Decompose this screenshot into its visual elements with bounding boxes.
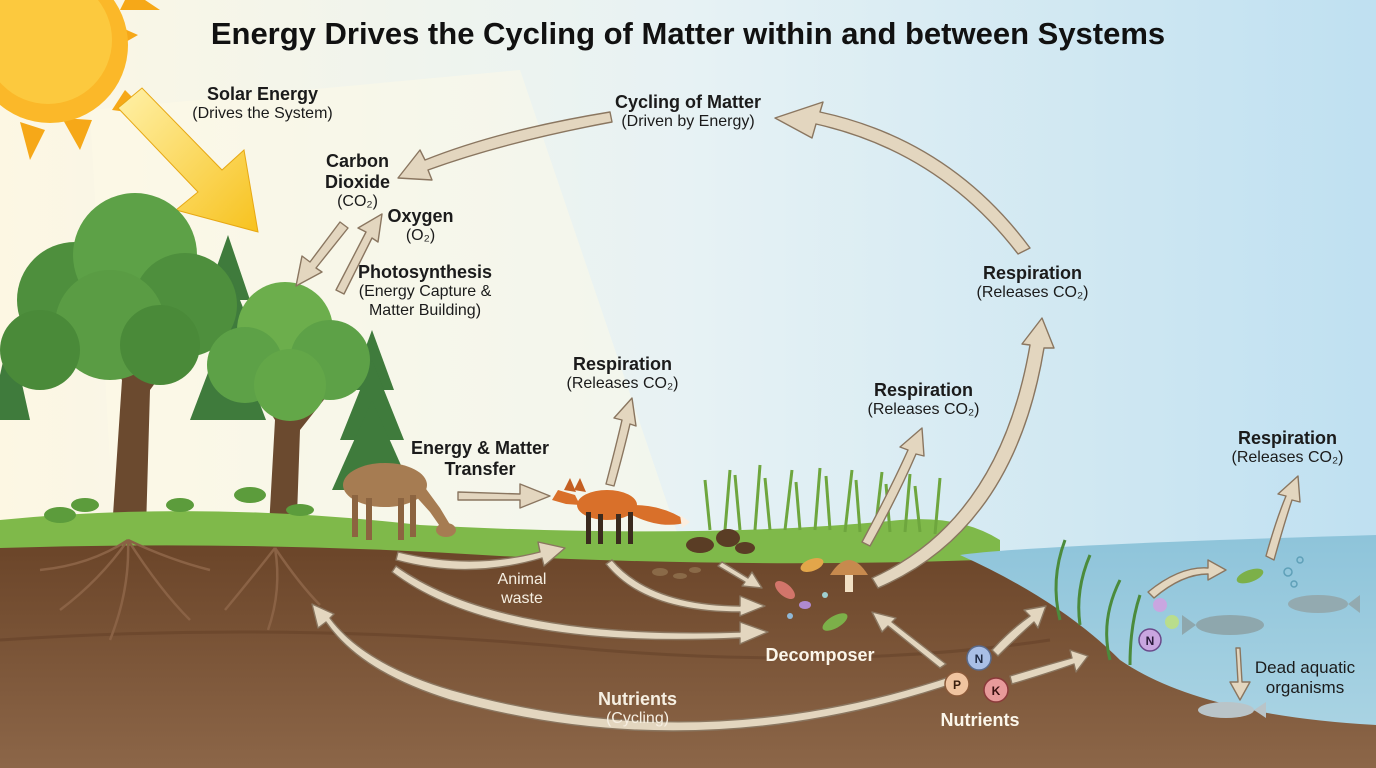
respiration-mid-sub: (Releases CO₂)	[867, 401, 980, 419]
animal-waste-arrow	[395, 541, 566, 571]
fish-icon	[1198, 702, 1266, 718]
nutrients-cycling-label: Nutrients (Cycling)	[570, 689, 705, 729]
carbon-dioxide-formula: (CO₂)	[337, 193, 378, 211]
energy-transfer-label: Energy & Matter Transfer	[405, 438, 555, 480]
respiration-fox-label: Respiration (Releases CO₂)	[545, 354, 700, 394]
nutrients-label: Nutrients	[940, 710, 1020, 730]
energy-transfer-arrow	[457, 483, 551, 509]
small-plants	[44, 487, 314, 523]
respiration-right-sub: (Releases CO₂)	[976, 284, 1089, 302]
water-nitrogen-badge	[1138, 628, 1162, 652]
decomposer-label: Decomposer	[765, 645, 875, 665]
fish-icon	[1182, 615, 1264, 635]
animal-waste-label: Animal waste	[472, 571, 572, 609]
respiration-mid-heading: Respiration	[873, 380, 974, 400]
water-nitrogen-symbol: N	[1146, 634, 1155, 648]
dead-aquatic-line1: Dead aquatic	[1254, 658, 1356, 677]
fox-respiration-arrow	[605, 397, 637, 487]
fish-icon	[1288, 595, 1360, 613]
bacteria-icon	[1236, 556, 1304, 588]
nutrient-recycle-arrow	[871, 611, 947, 669]
leaf-litter	[652, 567, 701, 579]
oxygen-formula: (O₂)	[405, 227, 436, 245]
carbon-dioxide-label: Carbon Dioxide (CO₂)	[315, 151, 400, 212]
solar-energy-heading: Solar Energy	[206, 84, 319, 104]
nutrient-particle	[1165, 615, 1179, 629]
animal-waste	[686, 529, 755, 554]
solar-energy-arrow	[117, 87, 259, 233]
phosphorus-badge	[944, 671, 970, 697]
phosphorus-symbol: P	[953, 678, 961, 692]
page-title: Energy Drives the Cycling of Matter with…	[210, 16, 1166, 51]
respiration-fox-heading: Respiration	[572, 354, 673, 374]
waste-to-decomposer-arrow	[717, 561, 763, 589]
water-plants	[1054, 539, 1142, 666]
fox-to-decomposer-arrow	[605, 559, 766, 617]
mushroom-icon	[830, 560, 868, 592]
respiration-to-atmosphere-arrow	[871, 317, 1055, 589]
photosynthesis-heading: Photosynthesis	[357, 262, 493, 282]
cycling-matter-sub: (Driven by Energy)	[621, 113, 755, 131]
nutrient-to-water-arrow	[1009, 649, 1089, 685]
solar-energy-sub: (Drives the System)	[192, 105, 333, 123]
cycling-matter-label: Cycling of Matter (Driven by Energy)	[588, 92, 788, 132]
decomposer-respiration-arrow	[861, 427, 925, 547]
energy-transfer-line1: Energy & Matter	[410, 438, 550, 458]
sun-icon	[0, 0, 160, 160]
fox-icon	[552, 478, 690, 544]
nutrients-cycling-sub: (Cycling)	[605, 710, 670, 728]
photosynthesis-sub1: (Energy Capture &	[358, 283, 492, 301]
nitrogen-symbol: N	[975, 652, 984, 666]
animal-waste-line1: Animal	[497, 571, 547, 588]
dead-organisms-arrow	[1229, 647, 1251, 701]
bacteria-icon	[775, 558, 848, 631]
respiration-water-heading: Respiration	[1237, 428, 1338, 448]
deer-to-decomposer-arrow	[391, 565, 769, 645]
nitrogen-badge	[966, 645, 992, 671]
respiration-fox-sub: (Releases CO₂)	[566, 375, 679, 393]
tree-roots	[39, 538, 321, 641]
photosynthesis-label: Photosynthesis (Energy Capture & Matter …	[340, 262, 510, 321]
aquatic-transfer-arrow	[1147, 559, 1227, 599]
soil-layer	[0, 545, 1376, 768]
carbon-dioxide-line2: Dioxide	[324, 172, 390, 193]
energy-transfer-line2: Transfer	[444, 459, 516, 480]
carbon-dioxide-line1: Carbon	[326, 151, 389, 171]
potassium-badge	[983, 677, 1009, 703]
deer-icon	[343, 463, 456, 540]
oxygen-label: Oxygen (O₂)	[378, 206, 463, 246]
dead-aquatic-label: Dead aquatic organisms	[1245, 658, 1365, 698]
solar-energy-label: Solar Energy (Drives the System)	[175, 84, 350, 124]
potassium-symbol: K	[992, 684, 1001, 698]
cycling-arrow-left	[397, 111, 613, 181]
aquatic-respiration-arrow	[1265, 475, 1301, 561]
nutrients-cycling-heading: Nutrients	[597, 689, 677, 709]
respiration-mid-label: Respiration (Releases CO₂)	[846, 380, 1001, 420]
oxygen-heading: Oxygen	[387, 206, 454, 226]
respiration-water-sub: (Releases CO₂)	[1231, 449, 1344, 467]
nutrient-badges: N P K N	[944, 628, 1162, 703]
tree-icon	[0, 193, 237, 530]
animal-waste-line2: waste	[501, 589, 543, 607]
nutrient-to-plant-arrow	[991, 605, 1047, 657]
nutrient-cycling-arrow	[311, 603, 959, 732]
water-body	[960, 535, 1376, 725]
nutrient-particle	[1153, 598, 1167, 612]
respiration-right-label: Respiration (Releases CO₂)	[955, 263, 1110, 303]
respiration-right-heading: Respiration	[982, 263, 1083, 283]
photosynthesis-sub2: Matter Building)	[368, 302, 482, 320]
tree-icon	[207, 282, 370, 545]
dead-aquatic-line2: organisms	[1265, 678, 1345, 698]
cycling-matter-heading: Cycling of Matter	[614, 92, 761, 112]
co2-to-plant-arrow	[295, 221, 349, 287]
cycling-arrow-right	[774, 101, 1031, 255]
oxygen-release-arrow	[335, 213, 383, 295]
respiration-water-label: Respiration (Releases CO₂)	[1210, 428, 1365, 468]
